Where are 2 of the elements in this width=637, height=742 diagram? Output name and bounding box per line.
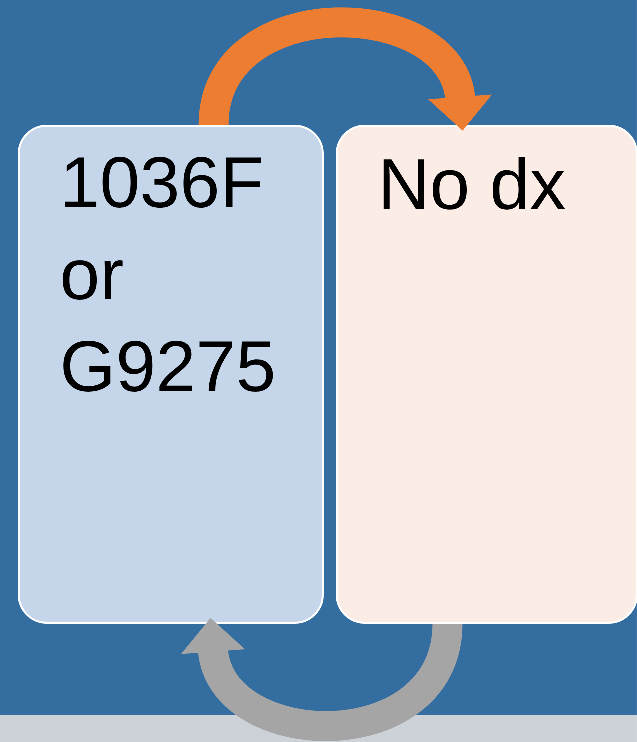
text-panel: 1036F or G9275 (18, 125, 324, 624)
text-panel: No dx (336, 125, 637, 624)
